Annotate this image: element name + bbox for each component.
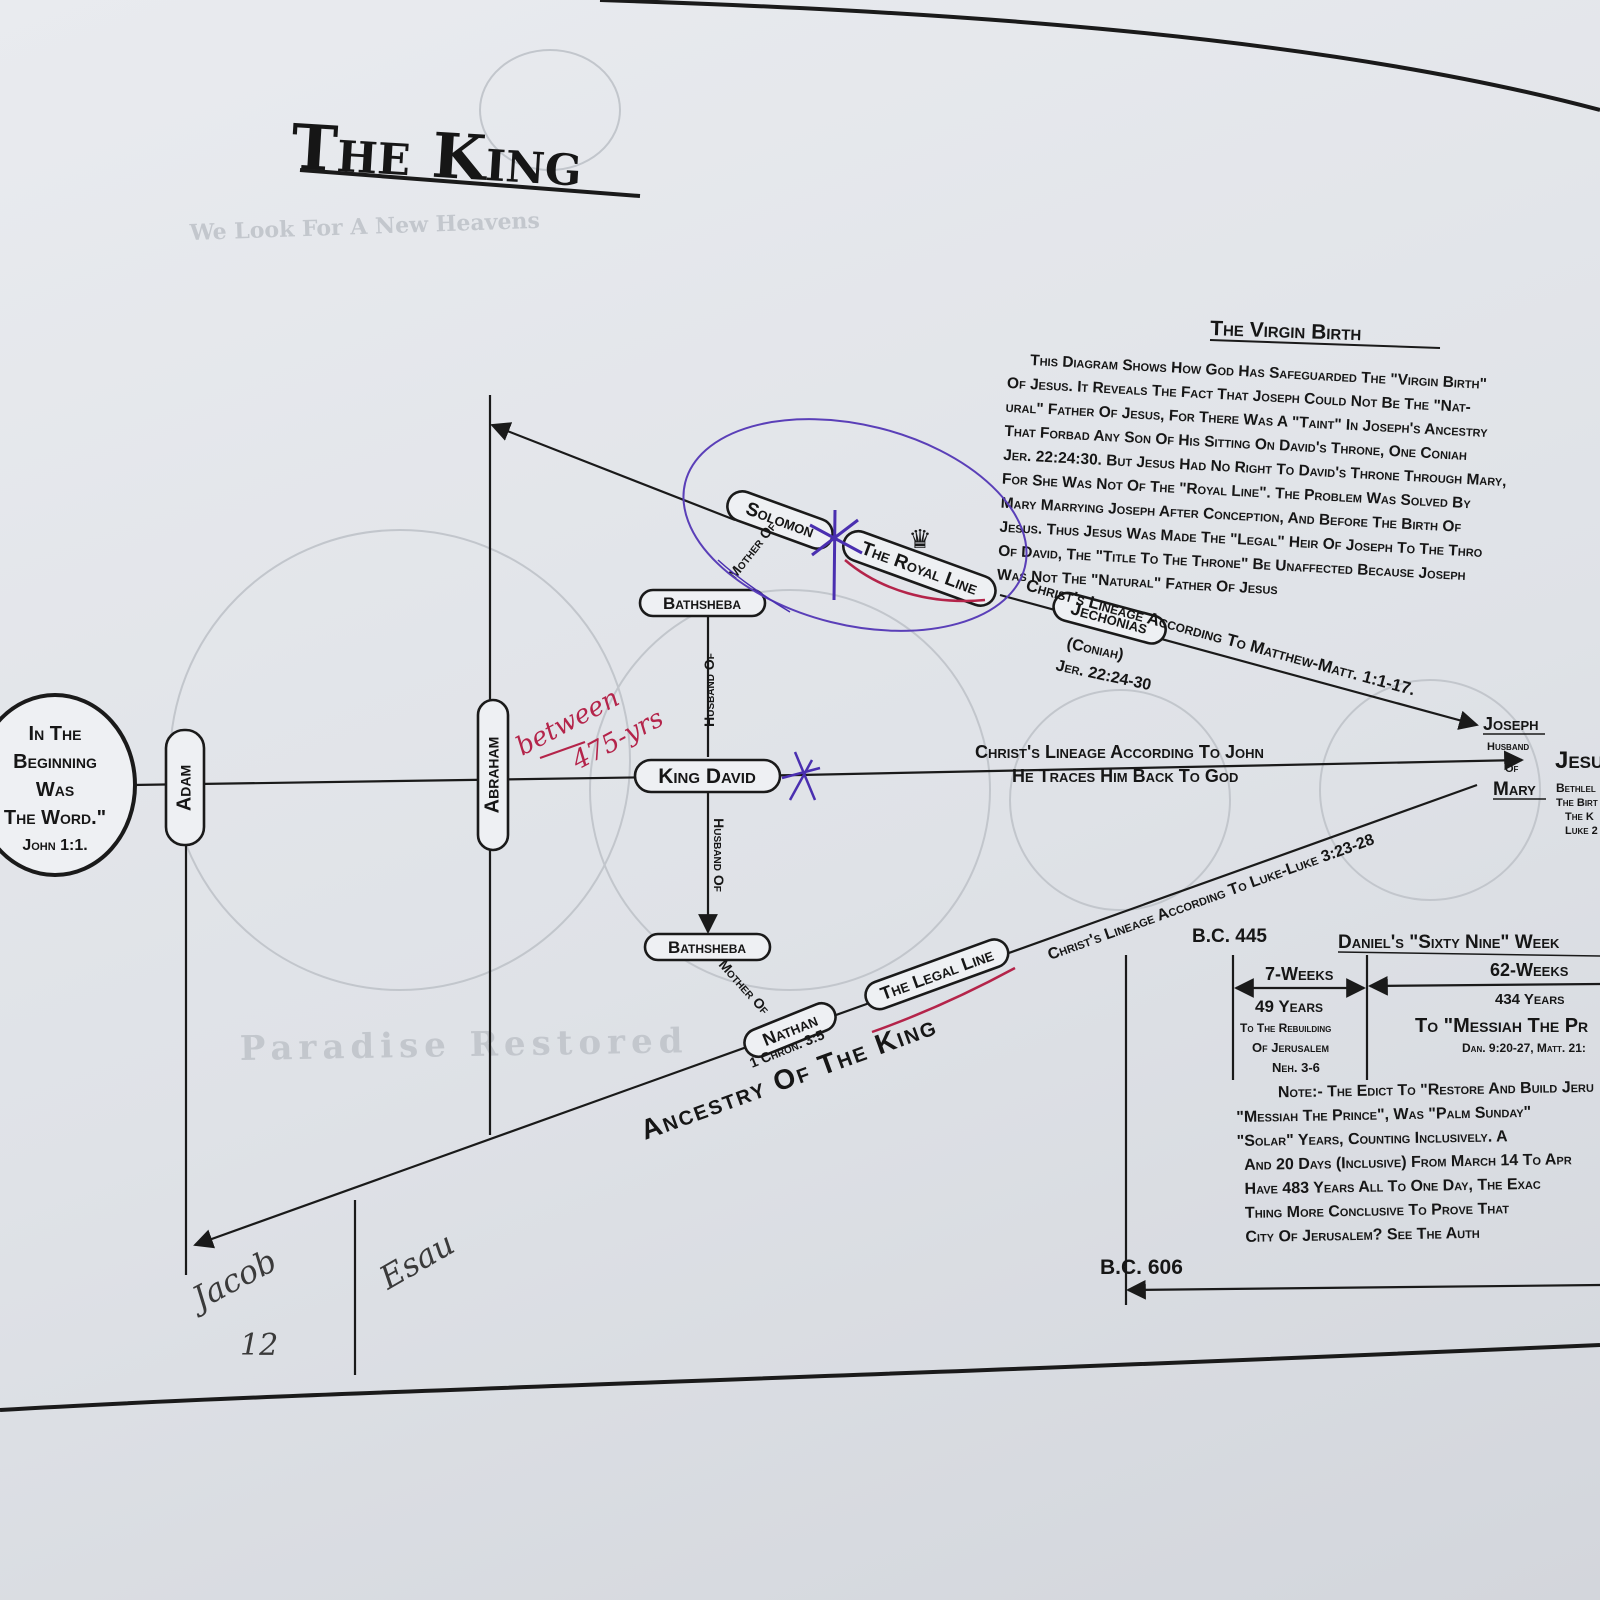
svg-text:King David: King David bbox=[658, 765, 756, 788]
svg-text:The Word.": The Word." bbox=[4, 807, 106, 829]
svg-text:Abraham: Abraham bbox=[481, 737, 503, 814]
svg-text:Bathsheba: Bathsheba bbox=[668, 938, 746, 957]
husband-small-label: Husband bbox=[1487, 741, 1529, 753]
svg-text:Daniel's "Sixty Nine" Week: Daniel's "Sixty Nine" Week bbox=[1338, 932, 1560, 953]
coniah-label: (Coniah) bbox=[1065, 635, 1125, 664]
handwritten-jacob-number: 12 bbox=[240, 1328, 278, 1363]
purple-pen-annotations bbox=[682, 418, 1028, 801]
svg-text:62-Weeks: 62-Weeks bbox=[1490, 960, 1569, 980]
svg-text:Thing More Conclusive To Prove: Thing More Conclusive To Prove That bbox=[1245, 1200, 1510, 1222]
svg-text:John 1:1.: John 1:1. bbox=[22, 837, 87, 854]
virgin-birth-section: The Virgin Birth This Diagram Shows How … bbox=[997, 317, 1507, 598]
svg-text:We Look For A New Heavens: We Look For A New Heavens bbox=[188, 208, 540, 246]
svg-text:Paradise Restored: Paradise Restored bbox=[239, 1021, 688, 1069]
svg-text:434 Years: 434 Years bbox=[1495, 991, 1565, 1008]
nathan-box: Nathan bbox=[743, 1001, 837, 1059]
svg-text:Luke 2: Luke 2 bbox=[1565, 825, 1598, 837]
svg-text:Bathsheba: Bathsheba bbox=[663, 594, 741, 613]
john-lineage-label-1: Christ's Lineage According To John bbox=[975, 742, 1264, 762]
svg-text:Of Jerusalem: Of Jerusalem bbox=[1252, 1040, 1329, 1055]
svg-text:"Solar" Years, Counting Inclus: "Solar" Years, Counting Inclusively. A bbox=[1237, 1128, 1509, 1150]
svg-text:Mary: Mary bbox=[1493, 779, 1536, 800]
svg-text:Have 483 Years All To One Day,: Have 483 Years All To One Day, The Exac bbox=[1244, 1176, 1541, 1198]
svg-text:49 Years: 49 Years bbox=[1255, 997, 1323, 1016]
jesus-note: Bethlel The Birt The K Luke 2 bbox=[1556, 781, 1598, 837]
husband-of-upper-label: Husband Of bbox=[701, 653, 717, 727]
adam-box: Adam bbox=[164, 728, 206, 847]
of-small-label: Of bbox=[1505, 763, 1519, 775]
pencil-annotations: Jacob 12 Esau bbox=[181, 1224, 461, 1363]
svg-text:In The: In The bbox=[29, 723, 82, 745]
svg-text:The King: The King bbox=[289, 110, 584, 201]
bathsheba-upper-box: Bathsheba bbox=[638, 588, 767, 618]
svg-text:B.C. 445: B.C. 445 bbox=[1192, 926, 1267, 947]
handwritten-esau: Esau bbox=[372, 1224, 461, 1297]
solomon-box: Solomon bbox=[726, 490, 834, 550]
husband-of-lower-label: Husband Of bbox=[711, 818, 727, 892]
svg-text:Neh. 3-6: Neh. 3-6 bbox=[1272, 1060, 1320, 1075]
john-lineage-label-2: He Traces Him Back To God bbox=[1012, 766, 1238, 786]
mother-of-lower-label: Mother Of bbox=[716, 956, 773, 1017]
crown-icon: ♛ bbox=[908, 524, 931, 554]
mary-label: Mary bbox=[1493, 779, 1546, 800]
bottom-border-rule bbox=[0, 1343, 1600, 1412]
joseph-label: Joseph bbox=[1483, 714, 1545, 735]
jechonias-reference: Jer. 22:24-30 bbox=[1054, 657, 1153, 694]
royal-line-to-abraham bbox=[490, 422, 736, 522]
svg-text:Joseph: Joseph bbox=[1483, 714, 1539, 734]
svg-text:Beginning: Beginning bbox=[13, 751, 97, 773]
svg-text:Bethlel: Bethlel bbox=[1556, 781, 1596, 795]
svg-text:To The Rebuilding: To The Rebuilding bbox=[1240, 1021, 1331, 1035]
svg-text:"Messiah The Prince", Was "Pal: "Messiah The Prince", Was "Palm Sunday" bbox=[1236, 1104, 1531, 1126]
diagram-title: The King bbox=[289, 110, 641, 201]
svg-text:The Birt: The Birt bbox=[1556, 797, 1598, 809]
handwritten-jacob: Jacob bbox=[181, 1241, 283, 1319]
svg-text:Adam: Adam bbox=[173, 765, 195, 811]
svg-text:To "Messiah The Pr: To "Messiah The Pr bbox=[1415, 1015, 1588, 1037]
bathsheba-lower-box: Bathsheba bbox=[643, 932, 772, 962]
svg-text:Note:- The Edict To "Restore A: Note:- The Edict To "Restore And Build J… bbox=[1278, 1079, 1594, 1102]
top-border-rule bbox=[599, 0, 1600, 112]
origin-circle: In The Beginning Was The Word." John 1:1… bbox=[0, 693, 137, 877]
svg-text:And 20 Days (Inclusive) From M: And 20 Days (Inclusive) From March 14 To… bbox=[1244, 1151, 1572, 1174]
king-david-box: King David bbox=[633, 758, 782, 794]
daniel-weeks-section: B.C. 445 Daniel's "Sixty Nine" Week 7-We… bbox=[1100, 926, 1600, 1279]
svg-text:7-Weeks: 7-Weeks bbox=[1265, 964, 1334, 984]
jesus-label: Jesu bbox=[1555, 747, 1600, 774]
bc606-arrow bbox=[1126, 1279, 1600, 1300]
svg-text:B.C. 606: B.C. 606 bbox=[1100, 1256, 1183, 1279]
abraham-box: Abraham bbox=[476, 698, 510, 852]
svg-text:City Of Jerusalem? See The: City Of Jerusalem? See The Auth bbox=[1245, 1225, 1480, 1246]
svg-text:The K: The K bbox=[1565, 811, 1594, 823]
legal-line-label: The Legal Line bbox=[864, 938, 1010, 1011]
john-lineage-line bbox=[799, 750, 1524, 777]
svg-text:Dan. 9:20-27, Matt. 21:: Dan. 9:20-27, Matt. 21: bbox=[1462, 1041, 1586, 1055]
svg-text:Was: Was bbox=[36, 779, 74, 801]
